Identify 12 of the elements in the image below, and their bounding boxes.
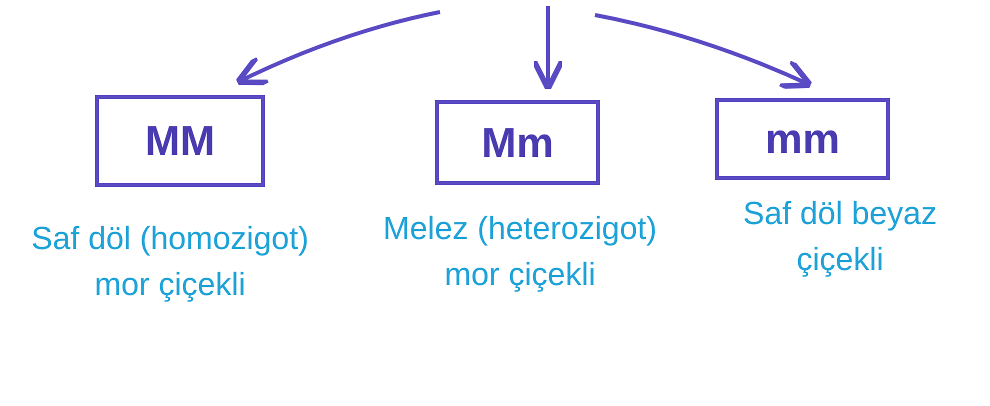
- genotype-box: [95, 95, 265, 187]
- genotype-label: Mm: [481, 118, 554, 166]
- phenotype-caption: Saf döl (homozigot) mor çiçekli: [30, 219, 310, 304]
- phenotype-caption: Saf döl beyaz çiçekli: [742, 194, 938, 280]
- phenotype-caption: Melez (heterozigot) mor çiçekli: [382, 209, 658, 294]
- genotype-label: MM: [145, 117, 215, 165]
- genotype-label: mm: [765, 115, 840, 163]
- genotype-box: [435, 100, 600, 185]
- arrow: [531, 6, 565, 92]
- genotype-box: [715, 98, 890, 180]
- arrow: [234, 10, 440, 86]
- arrow: [594, 13, 814, 90]
